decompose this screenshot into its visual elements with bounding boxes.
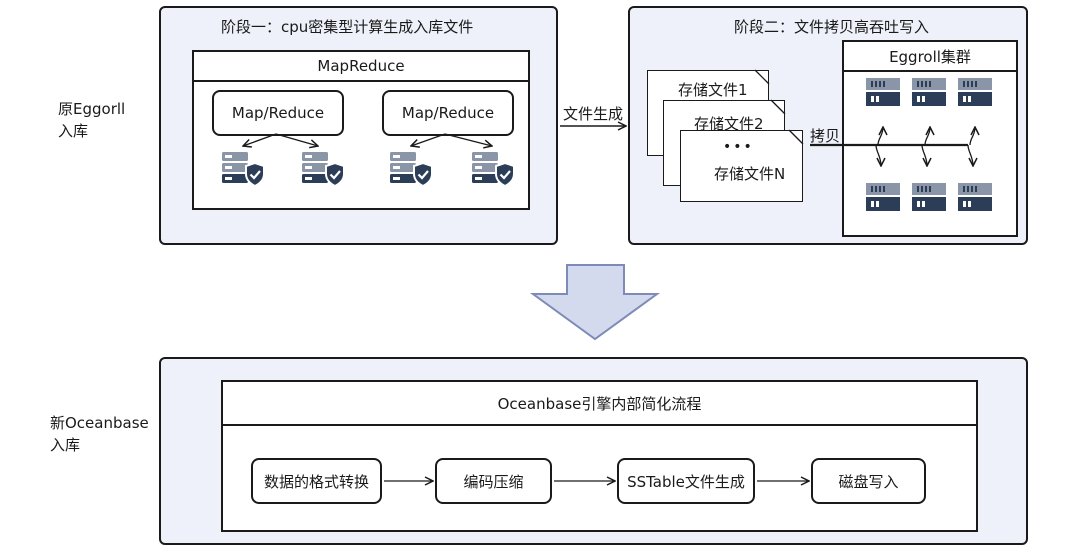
storage-file-2-label: 存储文件2 <box>694 115 764 133</box>
rack-server-icon <box>866 183 900 211</box>
storage-file-n: ••• 存储文件N <box>680 130 803 202</box>
storage-file-1-label: 存储文件1 <box>678 81 748 99</box>
step-sstable-generation: SSTable文件生成 <box>617 458 755 504</box>
old-ingest-label: 原Eggorll 入库 <box>58 98 125 142</box>
database-server-icon <box>300 150 346 188</box>
new-ingest-label-line1: 新Oceanbase <box>50 414 149 432</box>
database-server-icon <box>220 150 266 188</box>
database-server-icon <box>470 150 516 188</box>
stage2-title: 阶段二：文件拷贝高吞吐写入 <box>734 18 930 36</box>
storage-file-n-label: 存储文件N <box>714 165 786 183</box>
step-encoding-compression: 编码压缩 <box>435 458 552 504</box>
new-ingest-label-line2: 入库 <box>50 436 81 454</box>
down-arrow <box>921 144 927 166</box>
file-generation-label: 文件生成 <box>563 105 624 123</box>
rack-server-icon <box>912 78 946 106</box>
new-ingest-label: 新Oceanbase 入库 <box>50 412 149 456</box>
down-arrow <box>875 144 881 166</box>
rack-server-icon <box>866 78 900 106</box>
eggroll-cluster-title: Eggroll集群 <box>844 42 1016 72</box>
old-ingest-label-line2: 入库 <box>58 122 89 140</box>
map-arrow-4 <box>444 133 492 146</box>
oceanbase-engine-box: Oceanbase引擎内部简化流程 <box>221 380 978 532</box>
stage1-title: 阶段一：cpu密集型计算生成入库文件 <box>221 18 474 36</box>
up-arrow <box>969 127 975 146</box>
up-arrow <box>924 127 930 146</box>
database-server-icon <box>388 150 434 188</box>
ellipsis-dots: ••• <box>723 139 754 155</box>
step-format-conversion: 数据的格式转换 <box>251 458 382 504</box>
rack-server-icon <box>912 183 946 211</box>
map-arrow-3 <box>411 133 446 146</box>
oceanbase-engine-title: Oceanbase引擎内部简化流程 <box>223 382 976 426</box>
up-arrow <box>877 127 883 146</box>
mapreduce-title: MapReduce <box>194 52 528 82</box>
down-arrow <box>967 144 973 166</box>
stage3-panel: Oceanbase引擎内部简化流程 <box>159 357 1028 545</box>
map-arrow-2 <box>275 133 318 146</box>
map-arrow-1 <box>243 133 277 146</box>
big-down-arrow <box>529 264 661 341</box>
rack-server-icon <box>958 183 992 211</box>
rack-server-icon <box>958 78 992 106</box>
copy-label: 拷贝 <box>810 127 841 145</box>
step-disk-write: 磁盘写入 <box>811 458 926 504</box>
old-ingest-label-line1: 原Eggorll <box>58 100 126 118</box>
